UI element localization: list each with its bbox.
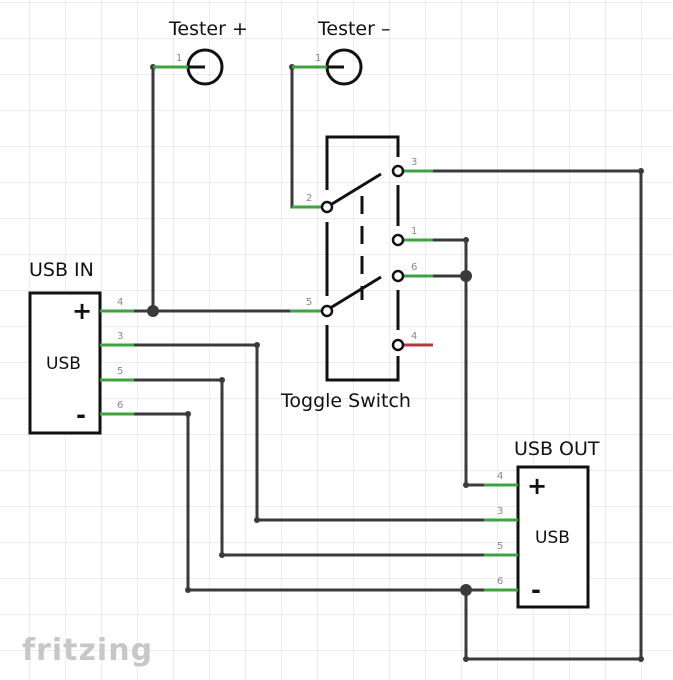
- tester-plus-pin-number: 1: [176, 53, 182, 64]
- bend-dot: [185, 411, 191, 417]
- bend-dot: [219, 552, 225, 558]
- switch-pin-number-2: 2: [306, 193, 312, 204]
- switch-blade-lower: [326, 275, 382, 312]
- usb-out-body-text: USB: [535, 528, 570, 548]
- usb-in-pin-number-3: 3: [117, 331, 123, 342]
- switch-pin-number-4: 4: [411, 331, 417, 342]
- switch-pin-number-6: 6: [411, 262, 417, 273]
- usb-out-pin-number-4: 4: [497, 471, 503, 482]
- fritzing-logo: fritzing: [22, 633, 153, 668]
- usb-in-plus-sign: +: [72, 297, 92, 325]
- junctions: [147, 64, 644, 662]
- bend-dot: [254, 517, 260, 523]
- bend-dot: [638, 656, 644, 662]
- usb-out-body: [516, 465, 590, 609]
- switch-pin-number-5: 5: [306, 297, 312, 308]
- usb-out-minus-sign: -: [531, 576, 541, 604]
- junction-dot: [460, 270, 472, 282]
- tester-plus-label: Tester +: [168, 18, 248, 40]
- bend-dot: [219, 377, 225, 383]
- wire-switch6[interactable]: [396, 274, 520, 487]
- usb-in-pin-number-5: 5: [117, 366, 123, 377]
- usb-out-connector[interactable]: USB OUT USB + - 4 3 5 6: [484, 438, 600, 609]
- tester-minus-pin-number: 1: [315, 53, 321, 64]
- wire-usb-6[interactable]: [98, 412, 520, 592]
- wire-switch1[interactable]: [396, 238, 468, 278]
- switch-terminal-1[interactable]: [391, 233, 405, 247]
- usb-out-plus-sign: +: [527, 472, 547, 500]
- usb-in-body-text: USB: [46, 354, 81, 374]
- tester-plus[interactable]: Tester + 1: [153, 18, 248, 86]
- bend-dot: [463, 482, 469, 488]
- junction-dot: [147, 305, 159, 317]
- usb-in-connector[interactable]: USB IN USB + - 4 3 5 6: [28, 259, 134, 435]
- usb-out-label: USB OUT: [514, 438, 600, 460]
- switch-outline-top: [325, 135, 400, 190]
- tester-minus-label: Tester –: [317, 18, 390, 40]
- bend-dot: [254, 342, 260, 348]
- junction-dot: [460, 584, 472, 596]
- usb-in-body: [28, 291, 102, 435]
- toggle-switch[interactable]: 2 5 3 1 6 4 Toggle Switch: [280, 135, 433, 412]
- bend-dot: [185, 587, 191, 593]
- switch-outline-bottom: [325, 325, 400, 382]
- switch-blade-upper: [326, 172, 382, 209]
- switch-terminal-3[interactable]: [391, 164, 405, 178]
- switch-terminal-5[interactable]: [320, 304, 334, 318]
- tester-minus[interactable]: Tester – 1: [292, 18, 390, 86]
- switch-pin-number-1: 1: [411, 226, 417, 237]
- wire-tester-minus[interactable]: [290, 65, 325, 209]
- bend-dot: [638, 168, 644, 174]
- bend-dot: [463, 656, 469, 662]
- toggle-switch-label: Toggle Switch: [280, 390, 411, 412]
- usb-in-pin-number-6: 6: [117, 400, 123, 411]
- usb-out-pin-number-5: 5: [497, 541, 503, 552]
- switch-terminal-4[interactable]: [391, 338, 405, 352]
- switch-pin-number-3: 3: [411, 157, 417, 168]
- usb-out-pin-number-6: 6: [497, 576, 503, 587]
- usb-out-pin-number-3: 3: [497, 506, 503, 517]
- switch-terminal-6[interactable]: [391, 269, 405, 283]
- usb-in-label: USB IN: [29, 259, 94, 281]
- usb-in-minus-sign: -: [76, 401, 86, 429]
- wire-usb-5[interactable]: [98, 378, 520, 557]
- usb-in-pin-number-4: 4: [117, 297, 123, 308]
- wire-usb-3[interactable]: [98, 343, 520, 522]
- switch-terminal-2[interactable]: [320, 200, 334, 214]
- bend-dot: [463, 237, 469, 243]
